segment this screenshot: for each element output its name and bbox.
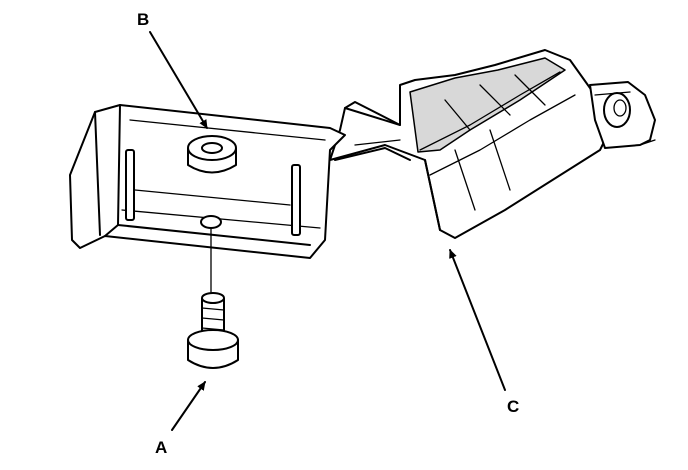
callout-label-b: B: [137, 10, 149, 29]
leader-line-b: [149, 31, 208, 129]
mounting-bracket: [69, 104, 346, 259]
leader-line-a: [171, 381, 206, 431]
bushing-part-b: [187, 135, 237, 174]
leader-line-c: [449, 249, 506, 391]
hinge-arm-part-c: [329, 49, 656, 239]
callout-label-c: C: [507, 397, 519, 416]
bolt-part-a: [187, 292, 239, 369]
callout-label-a: A: [155, 438, 167, 457]
